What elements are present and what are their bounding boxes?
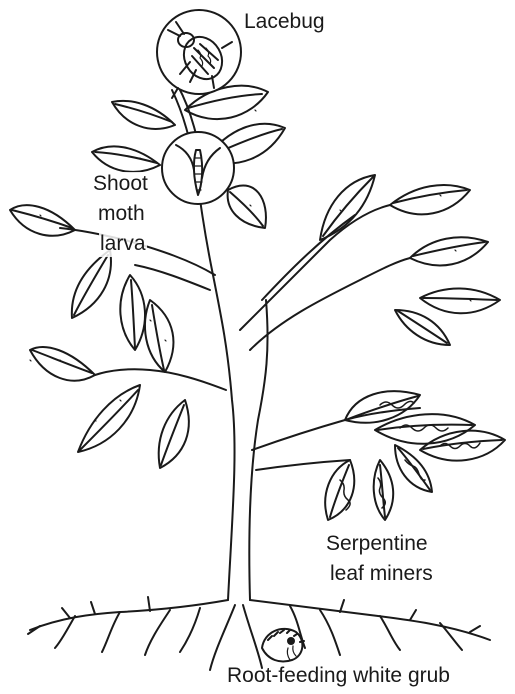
serpentine-leaf-miners-label-line2: leaf miners: [330, 562, 433, 587]
root-feeding-white-grub-label: Root-feeding white grub: [227, 664, 450, 689]
shoot-moth-larva-label-line2: moth: [97, 202, 146, 227]
shoot-moth-larva-label-line1: Shoot: [92, 172, 149, 197]
lacebug-label: Lacebug: [244, 10, 325, 35]
roots: [28, 597, 490, 670]
serpentine-leaf-miners-label-line1: Serpentine: [326, 532, 428, 557]
white-grub-icon: [262, 629, 304, 662]
shoot-moth-larva-label-line3: larva: [99, 232, 147, 257]
leaves: [10, 86, 505, 520]
